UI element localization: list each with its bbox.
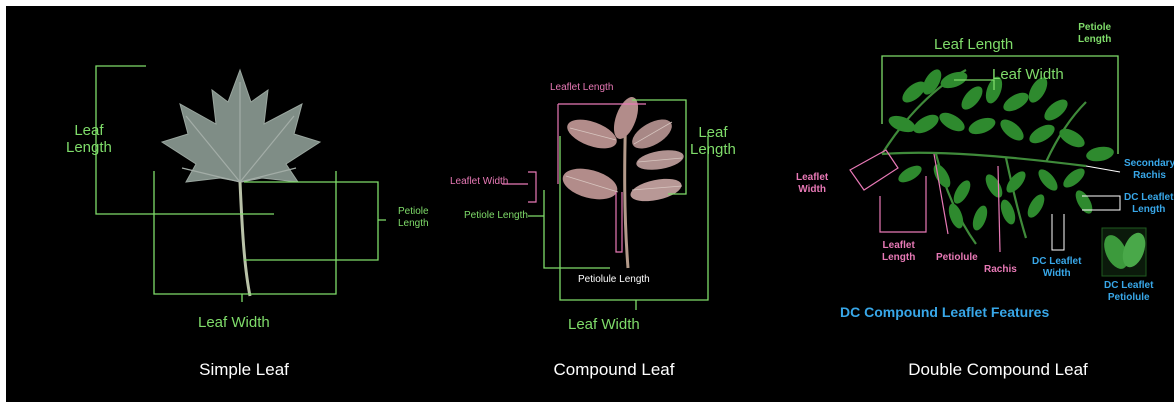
double-secondary-rachis-label: Secondary Rachis [1124, 158, 1174, 181]
double-rachis-label: Rachis [984, 264, 1017, 276]
double-compound-leaflets [886, 66, 1115, 232]
double-compound-leaf-drawing [786, 6, 1174, 402]
compound-petiolule-length-bracket [616, 192, 622, 252]
compound-leaf-caption: Compound Leaf [464, 360, 764, 380]
simple-leaf-caption: Simple Leaf [94, 360, 394, 380]
simple-petiole-length-bracket [244, 182, 386, 260]
double-dc-leaflet-petiolule-label: DC Leaflet Petiolule [1104, 280, 1153, 303]
simple-leaf-width-label: Leaf Width [198, 314, 270, 331]
panel-compound-leaf: Leaflet Length Leaf Length Leaflet Width… [406, 6, 786, 402]
simple-leaf-drawing [6, 6, 406, 402]
double-leaflet-length-bracket [880, 176, 926, 232]
compound-petiole-length-label: Petiole Length [464, 210, 528, 222]
compound-petiole-length-bracket [528, 190, 610, 268]
double-leaf-width-label: Leaf Width [992, 66, 1064, 83]
compound-leaflet-width-label: Leaflet Width [450, 176, 508, 188]
double-petiole-length-label: Petiole Length [1078, 22, 1111, 45]
leaf-measurement-diagram: Leaf Length Petiole Length Leaf Width Si… [6, 6, 1174, 402]
panel-simple-leaf: Leaf Length Petiole Length Leaf Width Si… [6, 6, 406, 402]
compound-leaflet-length-label: Leaflet Length [550, 82, 613, 94]
maple-leaf-petiole [240, 182, 250, 296]
double-features-title: DC Compound Leaflet Features [840, 304, 1049, 320]
double-leaflet-width-label: Leaflet Width [796, 172, 828, 195]
compound-leaf-length-label: Leaf Length [690, 124, 736, 159]
compound-leaf-width-label: Leaf Width [568, 316, 640, 333]
double-dc-leaflet-width-label: DC Leaflet Width [1032, 256, 1081, 279]
dc-leaflet-width-bracket [1052, 214, 1064, 250]
double-dc-leaflet-length-label: DC Leaflet Length [1124, 192, 1173, 215]
panel-double-compound-leaf: Leaf Length Petiole Length Leaf Width Le… [786, 6, 1174, 402]
double-rachis-pointer [998, 166, 1000, 252]
simple-leaf-length-label: Leaf Length [66, 122, 112, 157]
compound-leaflet-lower-left [559, 163, 620, 205]
compound-petiolule-length-label: Petiolule Length [578, 274, 650, 286]
double-leaflet-width-bracket [850, 150, 898, 190]
double-leaf-length-label: Leaf Length [934, 36, 1013, 53]
double-petiolule-label: Petiolule [936, 252, 978, 264]
compound-leaf-drawing [406, 6, 786, 402]
double-petiole-length-bracket [1082, 56, 1118, 154]
double-secondary-rachis-pointer [1086, 166, 1120, 172]
double-compound-leaf-caption: Double Compound Leaf [848, 360, 1148, 380]
simple-leaf-width-bracket [154, 171, 336, 302]
double-leaflet-length-label: Leaflet Length [882, 240, 915, 263]
maple-leaf-blade [162, 70, 320, 182]
